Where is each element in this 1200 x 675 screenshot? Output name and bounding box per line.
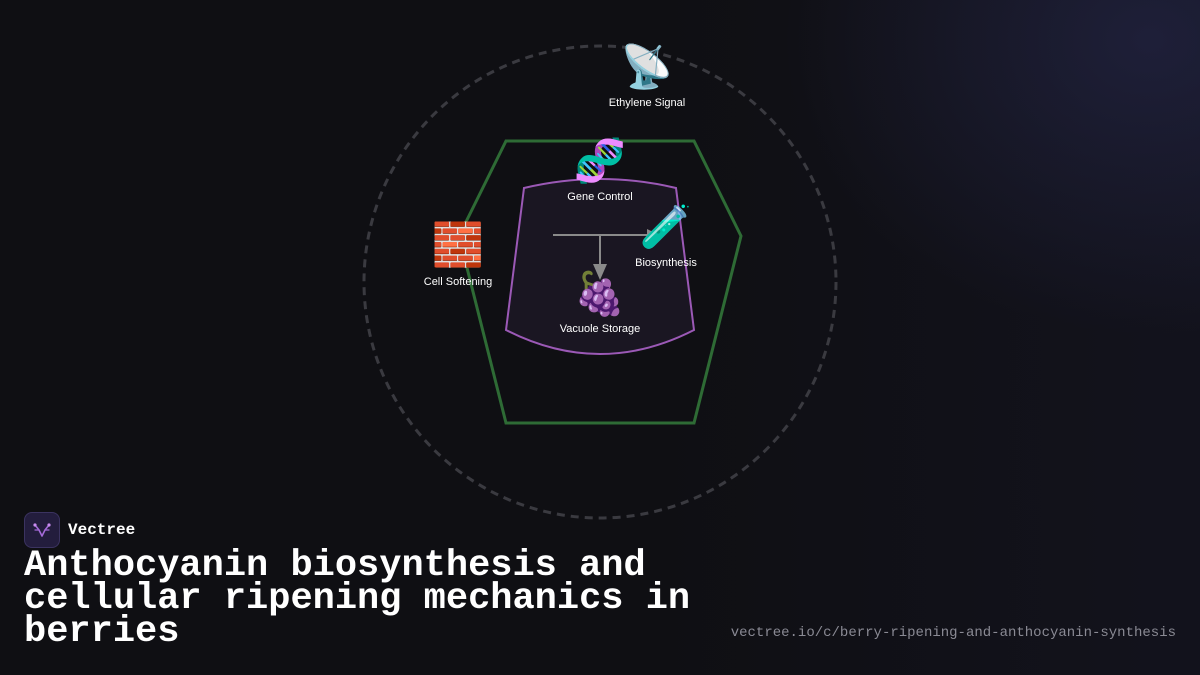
brand-name: Vectree <box>68 521 136 539</box>
brick-wall-icon: 🧱 <box>431 220 485 269</box>
cell-softening-label: Cell Softening <box>423 276 493 288</box>
dna-icon: 🧬 <box>573 136 627 185</box>
vectree-logo-icon <box>24 512 60 548</box>
grapes-icon: 🍇 <box>573 269 627 318</box>
outer-ring <box>362 44 838 520</box>
vacuole-storage-label: Vacuole Storage <box>559 323 641 335</box>
biosynthesis-label: Biosynthesis <box>635 257 697 269</box>
arrow-right-head <box>647 229 659 241</box>
test-tube-icon: 🧪 <box>639 202 693 251</box>
brand: Vectree <box>24 512 135 548</box>
arrow-down-head <box>593 264 607 280</box>
gene-control-label: Gene Control <box>567 191 633 203</box>
ethylene-signal-label: Ethylene Signal <box>608 97 686 109</box>
satellite-antenna-icon: 📡 <box>620 42 674 91</box>
page-title: Anthocyanin biosynthesis and cellular ri… <box>24 545 691 653</box>
source-url: vectree.io/c/berry-ripening-and-anthocya… <box>730 625 1176 641</box>
